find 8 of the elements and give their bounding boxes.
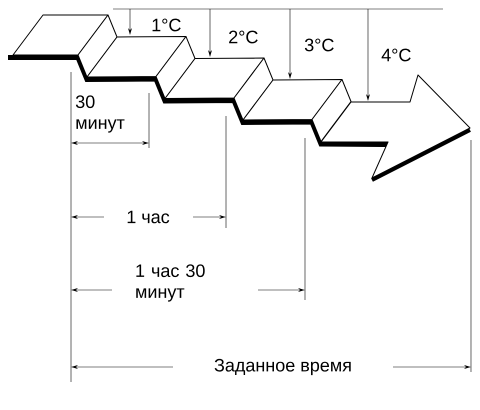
duration-label: Заданное время (214, 358, 351, 376)
temperature-label: 4°C (382, 48, 411, 62)
duration-label: 30 минут (76, 95, 125, 133)
duration-label: 1 час (128, 210, 170, 224)
duration-label: 1 час 30 минут (136, 264, 205, 302)
temperature-label: 1°C (152, 18, 181, 32)
temperature-label: 2°C (229, 30, 258, 44)
temperature-label: 3°C (304, 38, 334, 52)
